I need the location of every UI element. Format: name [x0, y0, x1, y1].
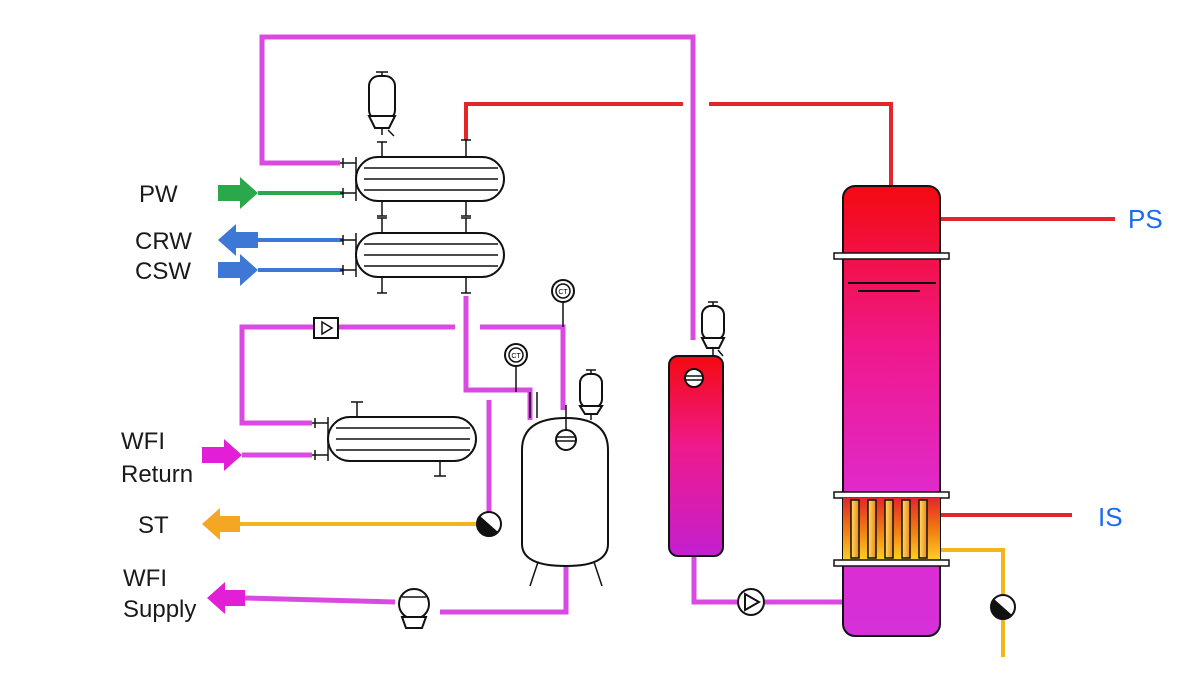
red-pipe-steam-top [464, 102, 683, 140]
label-is: IS [1098, 502, 1123, 532]
arrow-right-icon [218, 177, 258, 209]
instrument-box-icon [313, 317, 339, 339]
yellow-pipe-column-condensate [940, 548, 1005, 596]
pink-pipe-recirc-right [480, 324, 566, 410]
label-pw: PW [139, 181, 178, 208]
label-wfi-return-line1: WFI [121, 428, 165, 455]
ct-label: CT [511, 353, 521, 360]
pump-icon [737, 588, 765, 616]
pink-pipe-tank-bottom [440, 562, 569, 615]
separator-vessel [668, 355, 724, 557]
label-csw: CSW [135, 258, 191, 285]
label-st: ST [138, 512, 169, 539]
label-wfi-return-line2: Return [121, 461, 193, 488]
check-valve-icon [990, 594, 1016, 620]
arrow-left-icon [218, 224, 258, 256]
heat-exchanger-upper [340, 139, 505, 217]
label-ps: PS [1128, 204, 1163, 234]
arrow-right-icon [218, 254, 258, 286]
heat-exchanger-return [312, 401, 477, 477]
check-valve-icon [476, 511, 502, 537]
pink-pipe-recirc-loop [239, 324, 455, 426]
pink-pipe-top-loop [259, 34, 696, 340]
arrow-left-icon [202, 508, 240, 540]
vent-filter-icon [578, 369, 604, 420]
gauge-icon: CT [504, 343, 528, 392]
wfi-storage-tank [521, 392, 609, 587]
vent-filter-icon [700, 301, 726, 357]
label-wfi-supply-line2: Supply [123, 596, 196, 623]
distillation-column [833, 185, 950, 637]
red-pipe-steam-top-2 [709, 102, 893, 188]
ct-label: CT [558, 289, 568, 296]
arrow-right-icon [202, 439, 242, 471]
vent-filter-icon [367, 71, 397, 137]
gauge-icon: CT [551, 279, 575, 327]
label-wfi-supply-line1: WFI [123, 565, 167, 592]
pink-pipe-separator-to-column [691, 555, 737, 605]
arrow-left-icon [207, 582, 245, 614]
label-crw: CRW [135, 228, 192, 255]
pump-icon [398, 588, 430, 629]
pink-pipe-wfi-supply [244, 595, 396, 605]
heat-exchanger-lower [340, 217, 505, 294]
